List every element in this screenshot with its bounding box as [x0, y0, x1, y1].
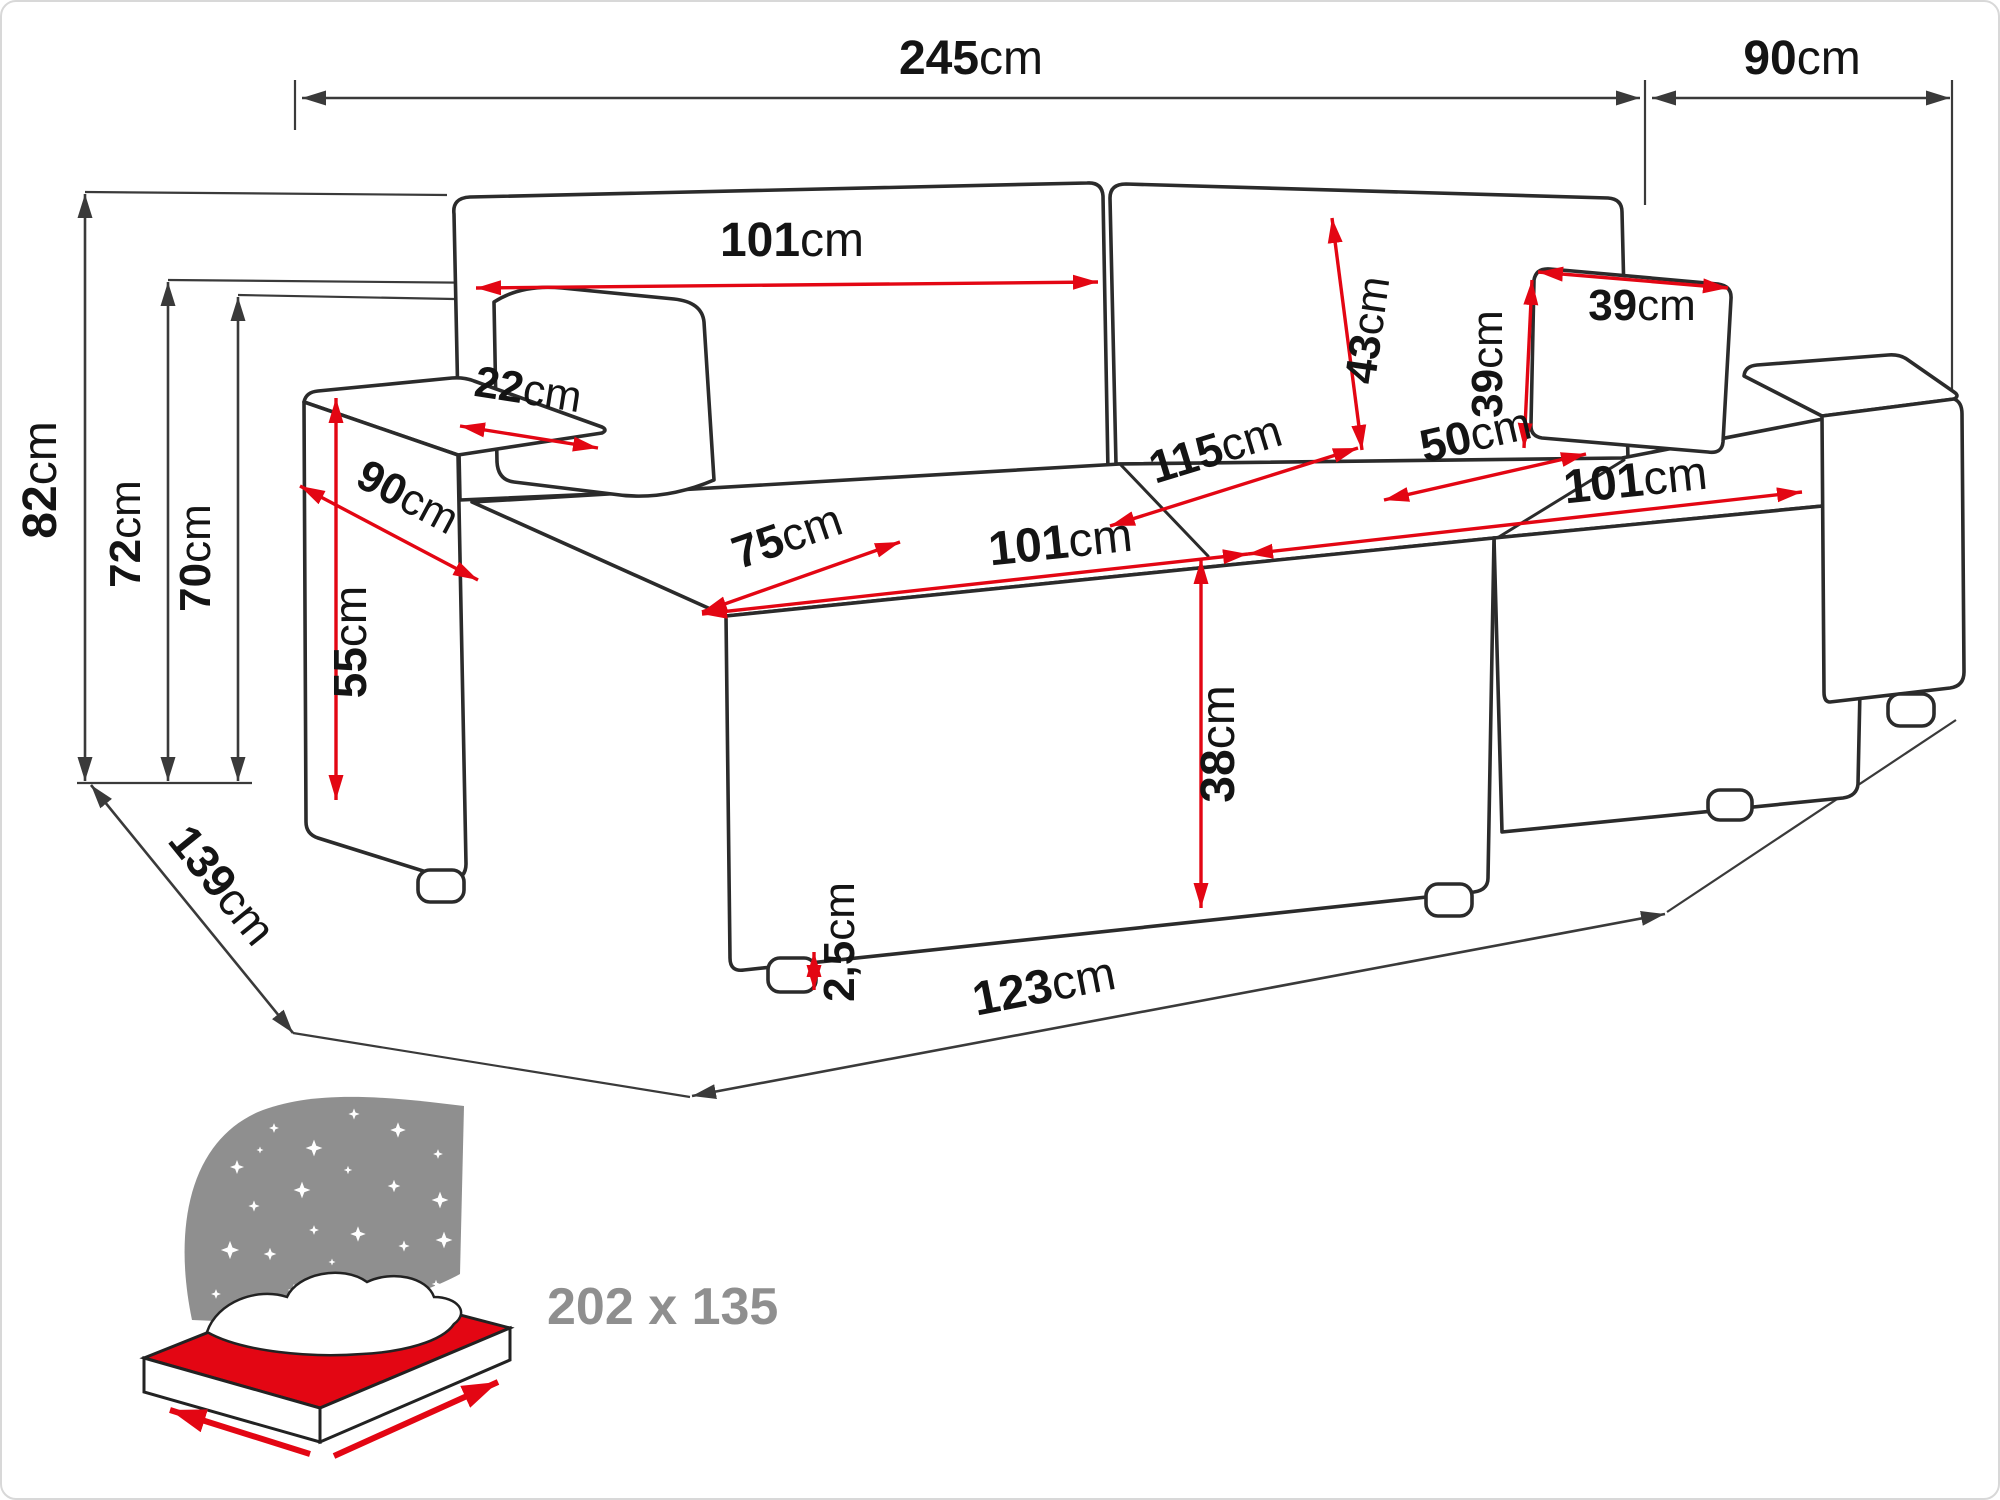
guide-line [84, 190, 448, 197]
floor-edge-line [292, 1031, 691, 1099]
dim-line-101-seat-right [1247, 487, 1803, 559]
dim-label-101-seat-right: 101cm [1561, 447, 1710, 515]
dim-line-39-side [1517, 279, 1539, 449]
dim-label-101-back: 101cm [720, 214, 864, 267]
guide-line [237, 293, 455, 301]
dim-label-245: 245cm [899, 32, 1043, 85]
sleeping-area-size: 202 x 135 [547, 1278, 778, 1336]
sofa-foot [1886, 692, 1936, 728]
projection-lines [77, 80, 1957, 1099]
blanket-icon [205, 1271, 463, 1357]
floor-edge-line [1666, 719, 1957, 913]
sofa-foot [1706, 788, 1754, 822]
dim-label-139: 139cm [159, 815, 286, 955]
red-dimension-lines [299, 217, 1803, 990]
guide-line [167, 278, 501, 285]
dim-label-39-side: 39cm [1463, 310, 1512, 418]
black-dimension-lines [77, 90, 1950, 1099]
dim-line-43 [1327, 217, 1367, 451]
front-base-panel [724, 536, 1496, 973]
night-sky-backdrop [184, 1096, 464, 1321]
dim-label-22: 22cm [471, 357, 585, 422]
dim-line-101-back [475, 274, 1099, 296]
sofa-foot [416, 868, 466, 904]
back-cushion-right [1108, 182, 1630, 466]
dim-label-72: 72cm [101, 480, 150, 588]
sofa-drawing [302, 181, 1966, 994]
dim-line-22 [459, 422, 599, 452]
dim-label-2-5: 2,5cm [815, 882, 864, 1002]
sofa-foot [766, 956, 818, 994]
bed-length-arrow [332, 1379, 500, 1459]
sofa-foot [1424, 882, 1474, 918]
dim-line-75 [701, 540, 901, 614]
dim-label-90-depth: 90cm [1743, 32, 1860, 85]
dim-line-139 [89, 784, 295, 1034]
dim-label-123: 123cm [968, 947, 1120, 1027]
sleeping-area-icon: 202 x 135 [139, 1096, 778, 1459]
dim-label-82: 82cm [14, 421, 67, 538]
chaise-base [1492, 500, 1866, 834]
dim-label-39-top: 39cm [1588, 281, 1696, 330]
armrest-right-front [1820, 397, 1966, 704]
dim-line-123 [691, 911, 1666, 1099]
dim-label-38: 38cm [1192, 685, 1245, 802]
armrest-right-top [1742, 353, 1959, 418]
dim-label-55: 55cm [324, 586, 376, 699]
dim-label-70: 70cm [171, 504, 220, 612]
dim-line-50 [1383, 452, 1587, 502]
mattress-side-right [318, 1325, 512, 1445]
dim-line-115 [1109, 446, 1359, 528]
bed-width-arrow [169, 1407, 311, 1457]
dim-line-39-top [1537, 266, 1729, 294]
dim-label-43: 43cm [1336, 273, 1399, 386]
dim-label-101-seat-left: 101cm [986, 509, 1135, 577]
